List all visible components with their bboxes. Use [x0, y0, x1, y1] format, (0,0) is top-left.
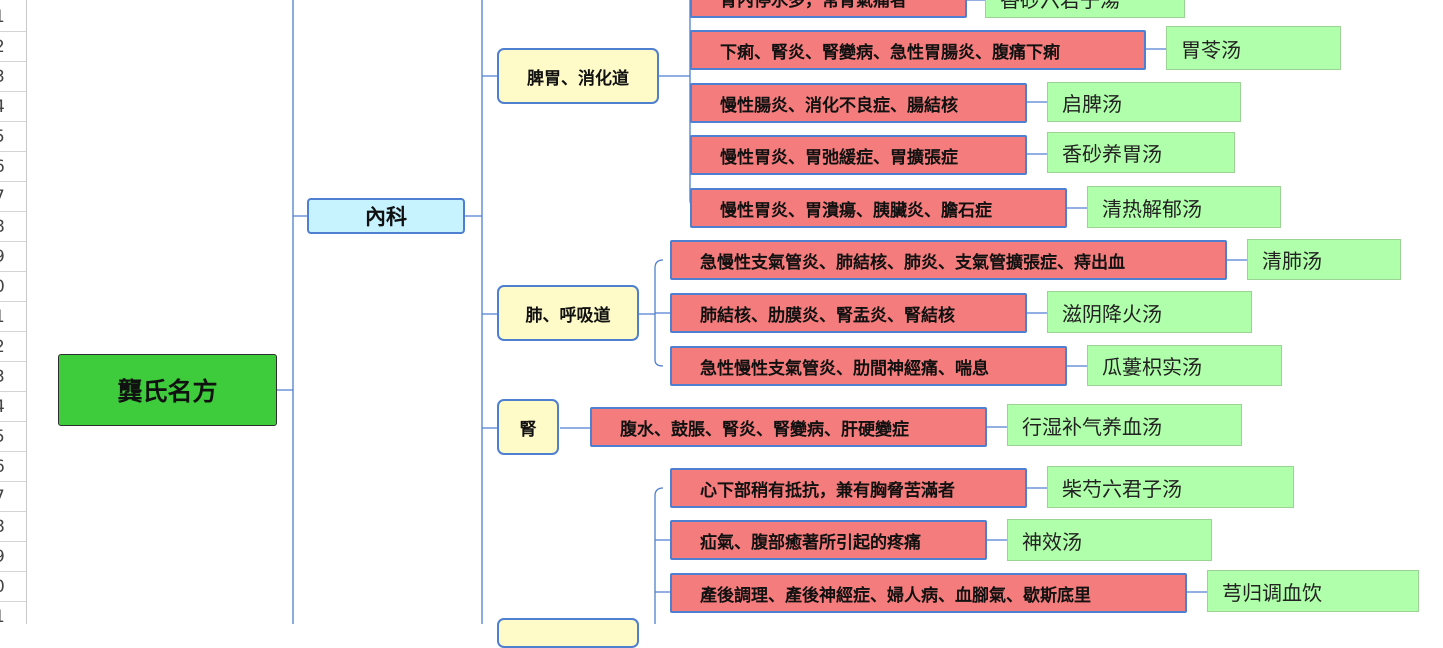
row-number-column: 123456789012345678901 [0, 0, 27, 624]
remedy-label[interactable]: 香砂养胃汤 [1047, 132, 1235, 173]
symptom-node[interactable]: 慢性胃炎、胃潰瘍、胰臟炎、膽石症 [690, 188, 1067, 228]
row-number[interactable]: 9 [0, 542, 26, 572]
group-node-respiratory[interactable]: 肺、呼吸道 [497, 285, 639, 341]
row-number[interactable]: 5 [0, 422, 26, 452]
symptom-node[interactable]: 急性慢性支氣管炎、肋間神經痛、喘息 [670, 346, 1067, 386]
row-number[interactable]: 3 [0, 362, 26, 392]
group-node-digestive[interactable]: 脾胃、消化道 [497, 48, 659, 104]
symptom-node[interactable]: 胃內停水多，常胃氣痛者 [690, 0, 967, 18]
row-number[interactable]: 7 [0, 182, 26, 212]
row-number[interactable]: 8 [0, 212, 26, 242]
row-number[interactable]: 2 [0, 32, 26, 62]
root-node[interactable]: 龔氏名方 [58, 354, 277, 426]
symptom-node[interactable]: 急慢性支氣管炎、肺結核、肺炎、支氣管擴張症、痔出血 [670, 240, 1227, 280]
remedy-label[interactable]: 柴芍六君子汤 [1047, 466, 1294, 508]
remedy-label[interactable]: 行湿补气养血汤 [1007, 404, 1242, 446]
remedy-label[interactable]: 滋阴降火汤 [1047, 291, 1252, 333]
row-number[interactable]: 0 [0, 572, 26, 602]
group-node-kidney[interactable]: 腎 [497, 399, 559, 455]
connector-lines [277, 0, 1247, 624]
row-number[interactable]: 5 [0, 122, 26, 152]
row-number[interactable]: 9 [0, 242, 26, 272]
remedy-label[interactable]: 香砂六君子湯 [985, 0, 1185, 18]
category-node[interactable]: 內科 [307, 198, 465, 234]
row-number[interactable]: 6 [0, 152, 26, 182]
remedy-label[interactable]: 清热解郁汤 [1087, 186, 1281, 228]
symptom-node[interactable]: 疝氣、腹部癒著所引起的疼痛 [670, 520, 987, 560]
row-number[interactable]: 3 [0, 62, 26, 92]
row-number[interactable]: 1 [0, 602, 26, 624]
row-number[interactable]: 7 [0, 482, 26, 512]
symptom-node[interactable]: 腹水、鼓脹、腎炎、腎變病、肝硬變症 [590, 407, 987, 447]
row-number[interactable]: 4 [0, 392, 26, 422]
symptom-node[interactable]: 肺結核、肋膜炎、腎盂炎、腎結核 [670, 293, 1027, 333]
group-node-other[interactable] [497, 618, 639, 648]
row-number[interactable]: 8 [0, 512, 26, 542]
symptom-node[interactable]: 下痢、腎炎、腎變病、急性胃腸炎、腹痛下痢 [690, 30, 1146, 70]
symptom-node[interactable]: 產後調理、產後神經症、婦人病、血腳氣、歇斯底里 [670, 573, 1187, 613]
remedy-label[interactable]: 启脾汤 [1047, 82, 1241, 122]
remedy-label[interactable]: 神效汤 [1007, 519, 1212, 561]
row-number[interactable]: 6 [0, 452, 26, 482]
symptom-node[interactable]: 慢性腸炎、消化不良症、腸結核 [690, 83, 1027, 123]
symptom-node[interactable]: 慢性胃炎、胃弛緩症、胃擴張症 [690, 135, 1027, 175]
symptom-node[interactable]: 心下部稍有抵抗，兼有胸脅苦滿者 [670, 468, 1027, 508]
remedy-label[interactable]: 瓜蔞枳实汤 [1087, 345, 1282, 386]
remedy-label[interactable]: 胃苓汤 [1166, 26, 1341, 70]
remedy-label[interactable]: 清肺汤 [1247, 239, 1401, 280]
row-number[interactable]: 1 [0, 302, 26, 332]
row-number[interactable]: 1 [0, 2, 26, 32]
row-number[interactable]: 0 [0, 272, 26, 302]
remedy-label[interactable]: 芎归调血饮 [1207, 570, 1419, 612]
row-number[interactable]: 2 [0, 332, 26, 362]
row-number[interactable]: 4 [0, 92, 26, 122]
